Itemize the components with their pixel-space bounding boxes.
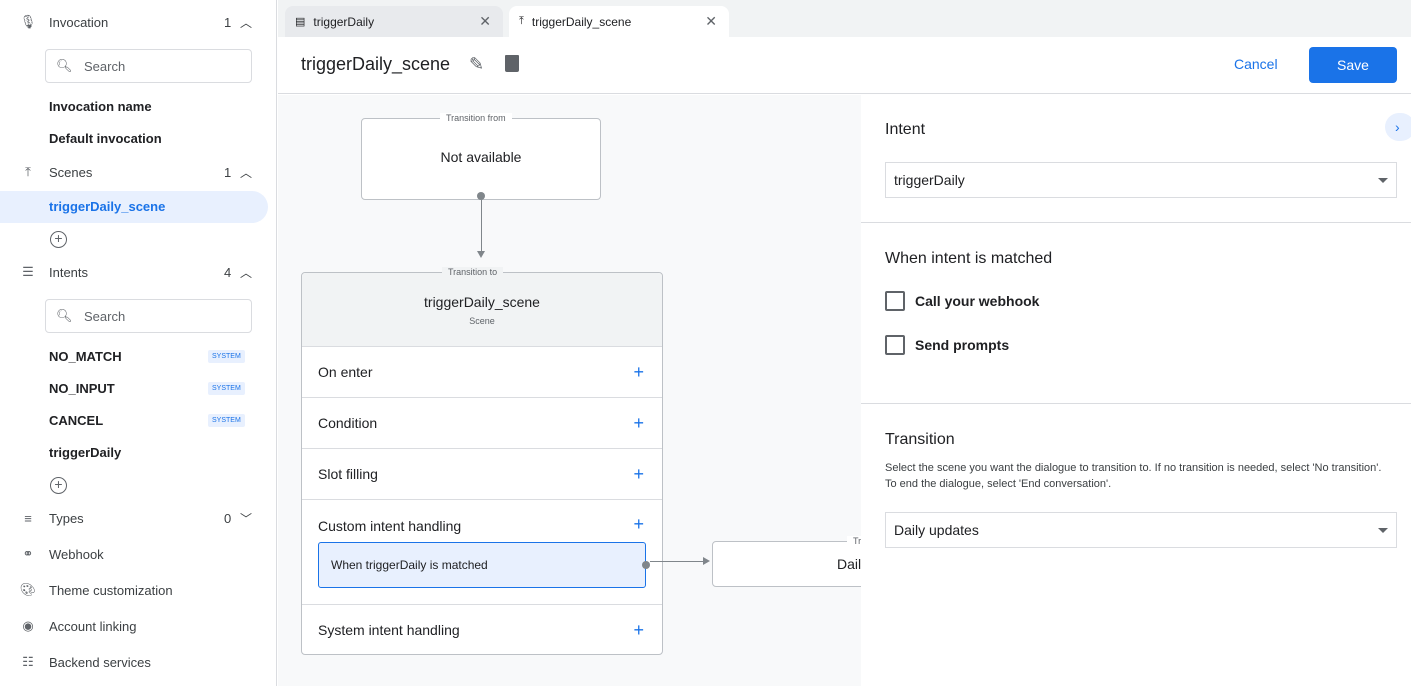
- connector-line: [481, 200, 482, 255]
- transition-help-text: Select the scene you want the dialogue t…: [885, 462, 1382, 490]
- tab-bar: ▤triggerDaily✕ ⤒triggerDaily_scene✕: [278, 0, 1411, 37]
- arrow-right-icon: [703, 557, 710, 565]
- sidebar-item-account-linking[interactable]: ◉Account linking: [0, 608, 277, 644]
- delete-icon[interactable]: [505, 55, 519, 72]
- intent-handler-card[interactable]: When triggerDaily is matched: [318, 542, 646, 588]
- target-scene-card[interactable]: Tr Dail: [712, 536, 861, 587]
- sidebar-item-intent[interactable]: CANCEL: [49, 413, 104, 428]
- sidebar-item-webhook[interactable]: ⚭Webhook: [0, 536, 277, 572]
- add-icon[interactable]: +: [633, 464, 644, 484]
- connector-dot: [477, 192, 485, 200]
- system-badge: SYSTEM: [208, 382, 245, 395]
- arrow-down-icon: [477, 251, 485, 258]
- dropdown-arrow-icon: [1378, 178, 1388, 183]
- scene-icon: ⤒: [519, 15, 524, 27]
- add-scene-icon[interactable]: +: [50, 231, 67, 248]
- invocation-search-input[interactable]: 🔍︎Search: [45, 49, 252, 83]
- chevron-down-icon[interactable]: ﹀: [240, 511, 253, 526]
- add-icon[interactable]: +: [633, 413, 644, 433]
- chevron-up-icon[interactable]: ︿: [240, 165, 253, 180]
- system-badge: SYSTEM: [208, 414, 245, 427]
- account-circle-icon: ◉: [22, 618, 34, 633]
- section-invocation[interactable]: 🎙 Invocation 1 ︿: [0, 4, 277, 40]
- transition-from-card: Transition from Not available: [361, 113, 601, 200]
- row-on-enter[interactable]: On enter+: [302, 346, 662, 397]
- add-icon[interactable]: +: [633, 620, 644, 640]
- tab-triggerdaily[interactable]: ▤triggerDaily✕: [285, 6, 503, 37]
- sidebar-item-default-invocation[interactable]: Default invocation: [49, 131, 162, 146]
- palette-icon: 🎨︎: [19, 582, 37, 597]
- search-icon: 🔍︎: [56, 58, 73, 73]
- transition-select[interactable]: Daily updates: [885, 512, 1397, 548]
- backend-settings-icon: ☷: [22, 654, 34, 669]
- sidebar-item-intent[interactable]: NO_INPUT: [49, 381, 115, 396]
- dropdown-arrow-icon: [1378, 528, 1388, 533]
- edit-icon[interactable]: ✎: [469, 54, 485, 74]
- sidebar-item-backend[interactable]: ☷Backend services: [0, 644, 277, 680]
- scene-card: Transition to triggerDaily_scene Scene O…: [301, 267, 663, 655]
- section-intents[interactable]: ☰ Intents 4 ︿: [0, 254, 277, 290]
- scene-name: triggerDaily_scene: [424, 294, 540, 310]
- editor-header: triggerDaily_scene ✎ Cancel Save: [278, 37, 1411, 94]
- intent-icon: ▤: [295, 16, 306, 28]
- save-button[interactable]: Save: [1309, 47, 1397, 83]
- close-icon[interactable]: ✕: [705, 13, 717, 29]
- scene-canvas[interactable]: Transition from Not available Transition…: [278, 95, 861, 686]
- row-condition[interactable]: Condition+: [302, 397, 662, 448]
- sidebar-item-intent[interactable]: triggerDaily: [49, 445, 122, 460]
- row-slot-filling[interactable]: Slot filling+: [302, 448, 662, 499]
- page-title: triggerDaily_scene: [301, 54, 451, 74]
- sidebar-item-theme[interactable]: 🎨︎Theme customization: [0, 572, 277, 608]
- sidebar: 🎙 Invocation 1 ︿ 🔍︎Search Invocation nam…: [0, 0, 277, 686]
- add-icon[interactable]: +: [633, 362, 644, 382]
- connector-line: [650, 561, 706, 562]
- section-scenes[interactable]: ⤒ Scenes 1 ︿: [0, 154, 277, 190]
- chevron-up-icon[interactable]: ︿: [240, 265, 253, 280]
- sidebar-item-scene-selected[interactable]: triggerDaily_scene: [0, 191, 268, 223]
- row-system-intent-handling[interactable]: System intent handling+: [302, 604, 662, 655]
- intent-select[interactable]: triggerDaily: [885, 162, 1397, 198]
- sidebar-item-invocation-name[interactable]: Invocation name: [49, 99, 152, 114]
- intents-search-input[interactable]: 🔍︎Search: [45, 299, 252, 333]
- section-types[interactable]: ≡ Types 0 ﹀: [0, 500, 277, 536]
- send-prompts-checkbox[interactable]: Send prompts: [885, 335, 1009, 355]
- add-icon[interactable]: +: [633, 514, 644, 534]
- system-badge: SYSTEM: [208, 350, 245, 363]
- row-custom-intent-handling: Custom intent handling+ When triggerDail…: [302, 499, 662, 604]
- types-icon: ≡: [24, 510, 32, 526]
- tab-triggerdaily-scene[interactable]: ⤒triggerDaily_scene✕: [509, 6, 729, 37]
- connector-dot: [642, 561, 650, 569]
- close-icon[interactable]: ✕: [479, 13, 491, 29]
- sidebar-item-intent[interactable]: NO_MATCH: [49, 349, 122, 364]
- chevron-up-icon[interactable]: ︿: [240, 15, 253, 30]
- search-icon: 🔍︎: [56, 308, 73, 323]
- microphone-icon: 🎙: [19, 14, 37, 29]
- cancel-button[interactable]: Cancel: [1234, 56, 1278, 72]
- collapse-panel-button[interactable]: ›: [1385, 113, 1411, 141]
- webhook-icon: ⚭: [22, 546, 34, 561]
- scene-merge-icon: ⤒: [25, 164, 31, 179]
- list-icon: ☰: [22, 264, 34, 279]
- call-webhook-checkbox[interactable]: Call your webhook: [885, 291, 1039, 311]
- add-intent-icon[interactable]: +: [50, 477, 67, 494]
- intent-details-panel: › Intent triggerDaily When intent is mat…: [861, 95, 1411, 686]
